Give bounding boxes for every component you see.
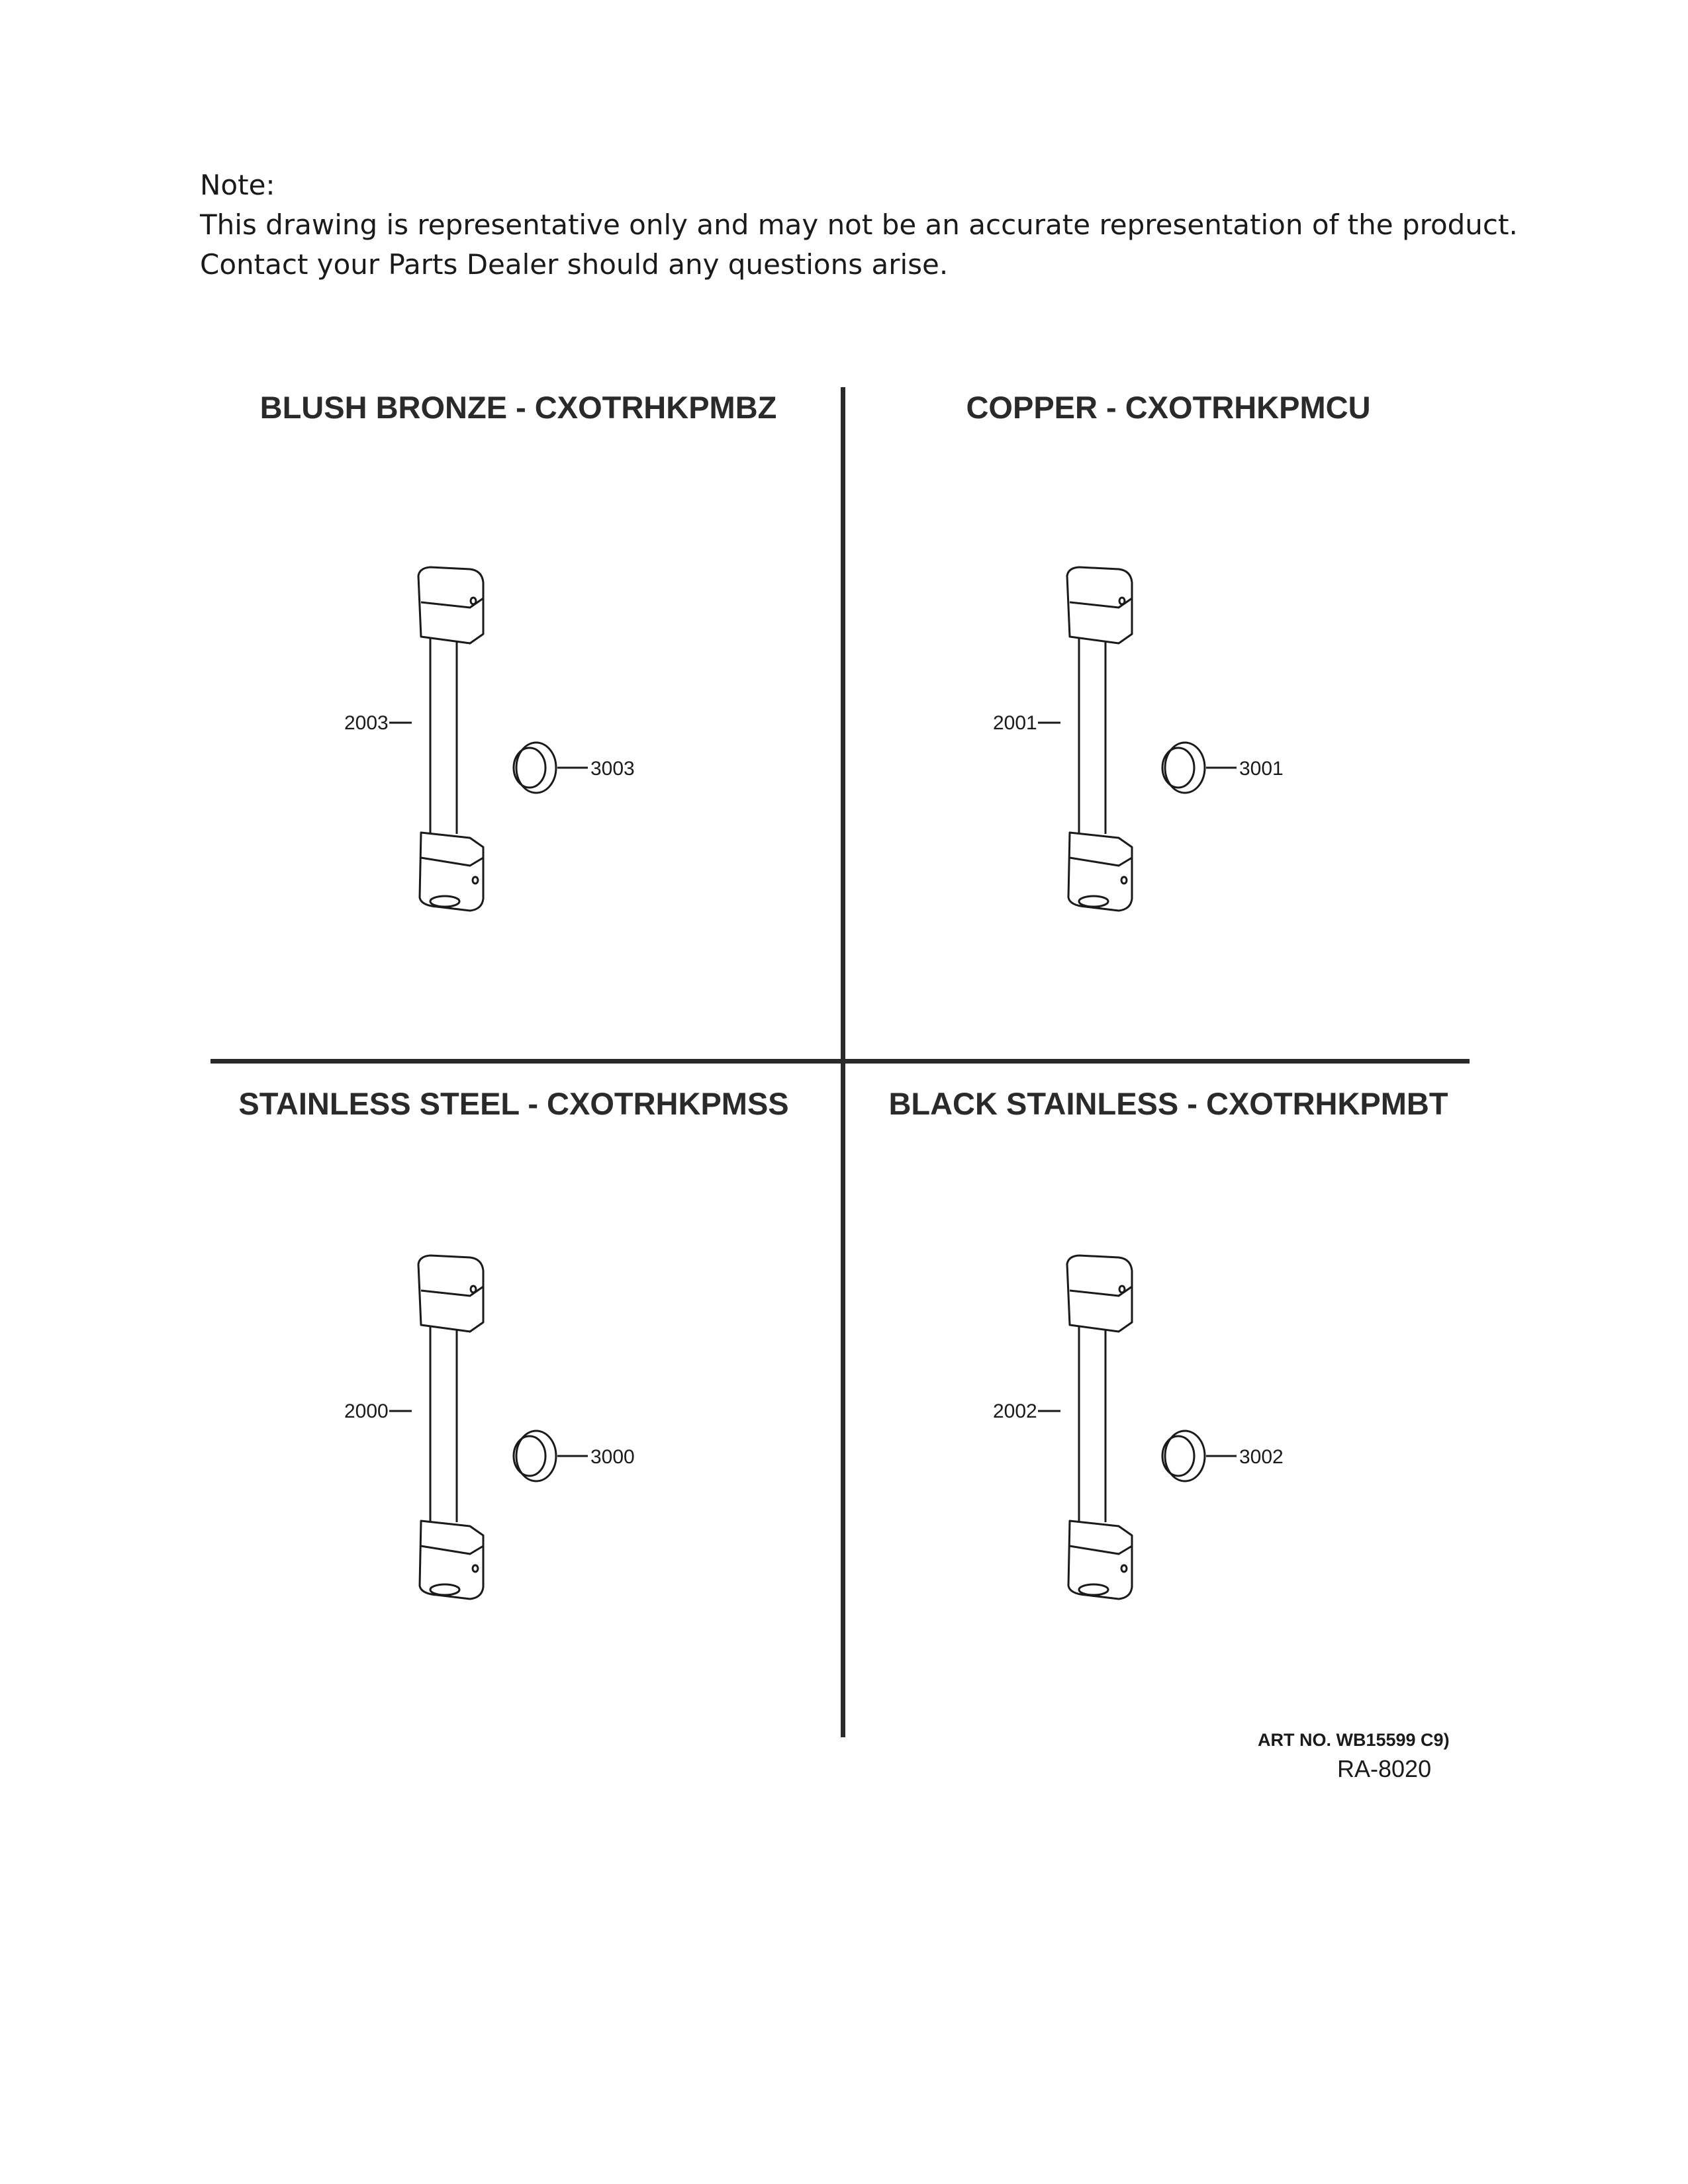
bottom-screw-hole xyxy=(1120,1564,1128,1573)
bottom-tube-opening xyxy=(1078,1583,1109,1596)
cap-part xyxy=(515,1430,557,1482)
cap-part-inner xyxy=(1161,747,1196,789)
handle-part-number: 2000 xyxy=(344,1400,389,1422)
top-end-cap xyxy=(417,1254,485,1333)
cap-part xyxy=(515,741,557,794)
handle-part-number: 2001 xyxy=(993,712,1037,734)
handle-part-number: 2002 xyxy=(993,1400,1037,1422)
quadrant-title-stainless-steel: STAINLESS STEEL - CXOTRHKPMSS xyxy=(238,1086,789,1121)
cap-part-number: 3003 xyxy=(590,758,635,780)
cap-part-inner xyxy=(512,747,547,789)
handle-tube xyxy=(1078,638,1107,834)
bottom-tube-opening xyxy=(1078,895,1109,908)
bottom-end-cap-edge xyxy=(1069,1545,1133,1555)
bottom-end-cap xyxy=(418,831,485,912)
quadrant-title-black-stainless: BLACK STAINLESS - CXOTRHKPMBT xyxy=(888,1086,1448,1121)
bottom-tube-opening xyxy=(429,895,461,908)
handle-drawing-blush-bronze: 2003 3003 xyxy=(338,556,708,940)
handle-diagram: 2003 3003 xyxy=(344,566,635,912)
cap-part-number: 3002 xyxy=(1239,1446,1284,1468)
handle-tube xyxy=(429,1326,458,1522)
quadrant-title-copper: COPPER - CXOTRHKPMCU xyxy=(966,390,1371,425)
handle-tube xyxy=(429,638,458,834)
top-screw-hole xyxy=(1118,596,1126,606)
cap-part-inner xyxy=(512,1435,547,1477)
handle-drawing-black-stainless: 2002 3002 xyxy=(986,1244,1357,1628)
cap-part-number: 3000 xyxy=(590,1446,635,1468)
top-end-cap-edge xyxy=(420,597,484,609)
top-end-cap-edge xyxy=(420,1285,484,1297)
top-end-cap xyxy=(1066,1254,1133,1333)
bottom-end-cap xyxy=(1067,831,1133,912)
top-end-cap-edge xyxy=(1069,1285,1133,1297)
handle-tube xyxy=(1078,1326,1107,1522)
cap-part xyxy=(1164,1430,1206,1482)
note-line-2: Contact your Parts Dealer should any que… xyxy=(200,248,949,281)
top-end-cap-edge xyxy=(1069,597,1133,609)
top-end-cap xyxy=(1066,566,1133,645)
ra-reference: RA-8020 xyxy=(1337,1755,1432,1782)
handle-diagram: 2002 3002 xyxy=(993,1254,1284,1600)
handle-part-number: 2003 xyxy=(344,712,389,734)
art-number: ART NO. WB15599 C9) xyxy=(1258,1730,1450,1750)
bottom-end-cap xyxy=(418,1520,485,1600)
handle-diagram: 2000 3000 xyxy=(344,1254,635,1600)
top-screw-hole xyxy=(1118,1285,1126,1294)
bottom-end-cap-edge xyxy=(420,856,484,867)
handle-diagram: 2001 3001 xyxy=(993,566,1284,912)
note-block: Note: This drawing is representative onl… xyxy=(200,165,1518,285)
bottom-screw-hole xyxy=(471,876,479,885)
top-end-cap xyxy=(417,566,485,645)
handle-drawing-copper: 2001 3001 xyxy=(986,556,1357,940)
note-line-1: This drawing is representative only and … xyxy=(200,208,1518,241)
handle-drawing-stainless-steel: 2000 3000 xyxy=(338,1244,708,1628)
cap-part xyxy=(1164,741,1206,794)
bottom-screw-hole xyxy=(471,1564,479,1573)
note-heading: Note: xyxy=(200,169,275,201)
top-screw-hole xyxy=(469,1285,477,1294)
bottom-end-cap xyxy=(1067,1520,1133,1600)
bottom-screw-hole xyxy=(1120,876,1128,885)
top-screw-hole xyxy=(469,596,477,606)
horizontal-divider xyxy=(211,1059,1470,1064)
bottom-tube-opening xyxy=(429,1583,461,1596)
bottom-end-cap-edge xyxy=(420,1545,484,1555)
bottom-end-cap-edge xyxy=(1069,856,1133,867)
cap-part-number: 3001 xyxy=(1239,758,1284,780)
cap-part-inner xyxy=(1161,1435,1196,1477)
quadrant-title-blush-bronze: BLUSH BRONZE - CXOTRHKPMBZ xyxy=(259,390,777,425)
